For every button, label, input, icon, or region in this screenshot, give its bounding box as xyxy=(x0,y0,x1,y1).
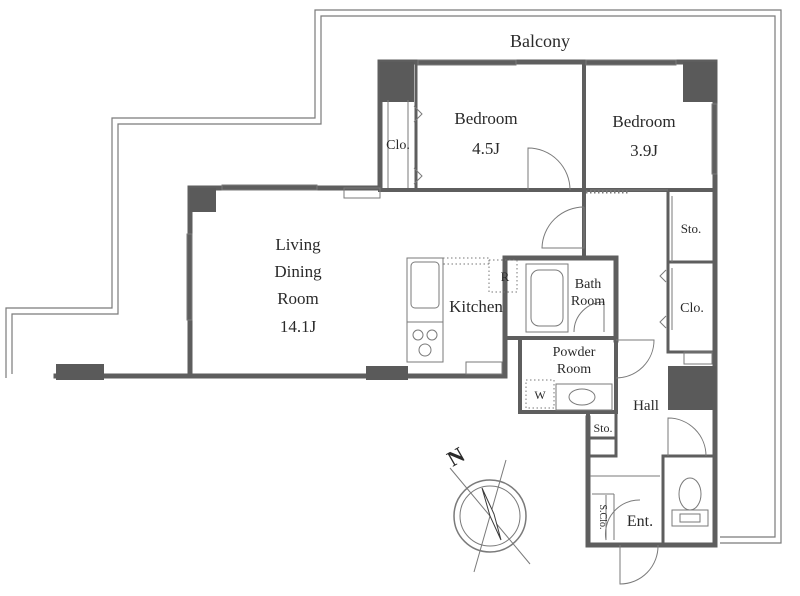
closet-2-label: Clo. xyxy=(680,301,704,316)
interior-walls xyxy=(378,60,717,547)
entrance-label: Ent. xyxy=(627,513,653,530)
bath-label-1: Bath xyxy=(575,277,601,292)
bedroom-2-name: Bedroom xyxy=(612,112,675,131)
entrance-fixtures xyxy=(590,475,660,540)
kitchen-fixtures xyxy=(406,257,518,363)
living-label-2: Dining xyxy=(274,262,322,281)
balcony-label: Balcony xyxy=(510,31,570,51)
bedroom-2-size: 3.9J xyxy=(630,141,658,160)
shoe-closet-label: S.Clo. xyxy=(597,504,608,529)
exterior-walls xyxy=(53,59,718,548)
compass xyxy=(449,459,531,573)
living-label-3: Room xyxy=(277,289,319,308)
living-size: 14.1J xyxy=(280,317,317,336)
toilet-fixture xyxy=(671,477,709,527)
bedroom-1-size: 4.5J xyxy=(472,139,500,158)
storage-2-label: Sto. xyxy=(593,421,612,435)
kitchen-label: Kitchen xyxy=(449,297,503,316)
living-label-1: Living xyxy=(275,235,321,254)
hall-label: Hall xyxy=(633,398,659,414)
storage-1-label: Sto. xyxy=(681,221,702,236)
bath-fixtures xyxy=(525,263,569,333)
balcony-outline xyxy=(5,9,782,544)
bedroom-1-name: Bedroom xyxy=(454,109,517,128)
compass-north-label: N xyxy=(443,442,469,472)
washer-label: W xyxy=(534,388,546,402)
doors xyxy=(387,100,707,585)
windows xyxy=(186,59,718,375)
powder-label-1: Powder xyxy=(553,345,596,360)
bath-label-2: Room xyxy=(571,294,605,309)
powder-fixtures xyxy=(525,379,613,411)
powder-label-2: Room xyxy=(557,362,591,377)
pillars xyxy=(56,62,717,410)
fridge-label: R xyxy=(501,269,510,284)
closet-1-label: Clo. xyxy=(386,138,410,153)
